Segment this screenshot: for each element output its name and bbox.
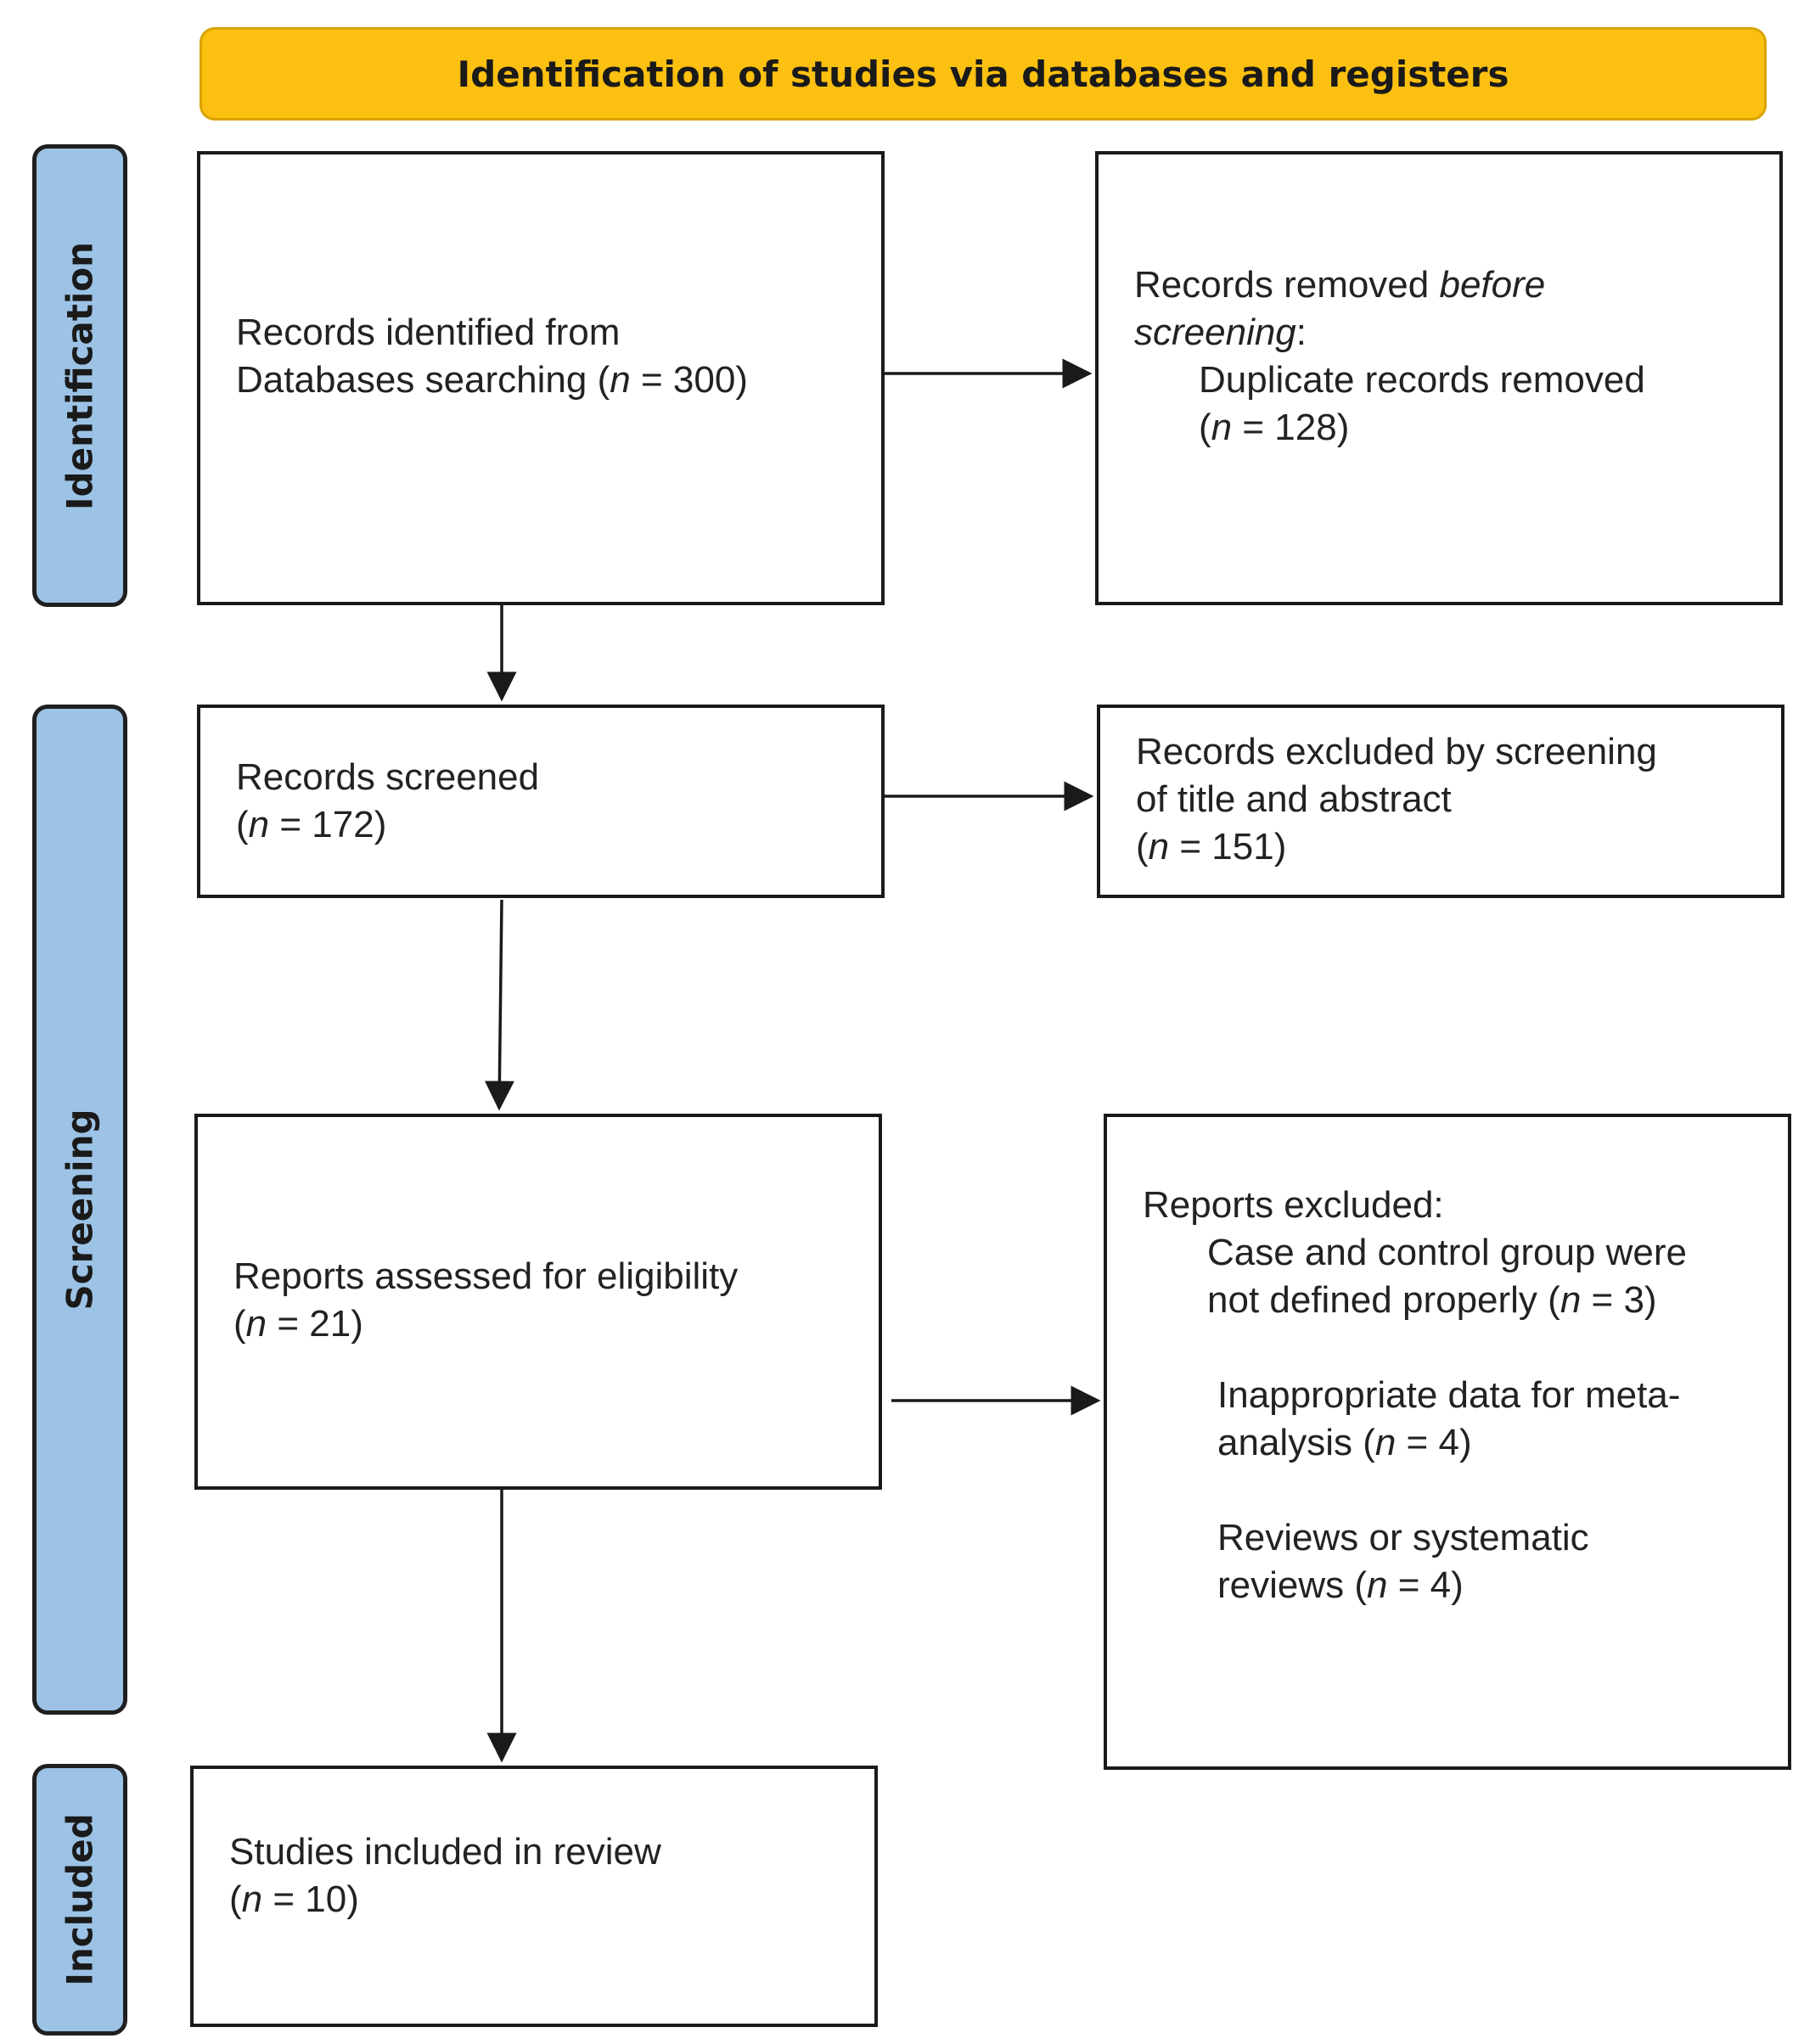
- records-screened-line1: Records screened: [236, 756, 540, 798]
- reports-assessed-line1: Reports assessed for eligibility: [233, 1255, 739, 1297]
- box-records-removed: Records removed before screening: Duplic…: [1095, 151, 1783, 605]
- reports-assessed-count: (n = 21): [233, 1303, 363, 1345]
- reason-reviews-line1: Reviews or systematic: [1217, 1517, 1589, 1558]
- box-records-screened: Records screened (n = 172): [197, 705, 885, 898]
- header-banner: Identification of studies via databases …: [200, 27, 1767, 121]
- duplicate-records-label: Duplicate records removed: [1199, 359, 1645, 401]
- records-screened-count: (n = 172): [236, 804, 387, 845]
- phase-included: Included: [32, 1764, 127, 2036]
- arrow-screened-to-assessed: [484, 899, 514, 1111]
- box-studies-included: Studies included in review (n = 10): [190, 1766, 878, 2027]
- phase-identification: Identification: [32, 144, 127, 607]
- records-excluded-line1: Records excluded by screening: [1136, 731, 1657, 772]
- studies-included-count: (n = 10): [229, 1878, 359, 1920]
- duplicate-records-count: (n = 128): [1199, 407, 1350, 448]
- records-removed-line1: Records removed before: [1134, 264, 1546, 306]
- records-identified-line1: Records identified from: [236, 312, 621, 353]
- reports-excluded-heading: Reports excluded:: [1143, 1184, 1444, 1226]
- reason-reviews-line2: reviews (n = 4): [1217, 1564, 1464, 1606]
- reason-inappropriate-data-line2: analysis (n = 4): [1217, 1422, 1472, 1463]
- studies-included-line1: Studies included in review: [229, 1831, 661, 1873]
- box-records-identified: Records identified from Databases search…: [197, 151, 885, 605]
- box-records-excluded: Records excluded by screening of title a…: [1097, 705, 1784, 898]
- records-removed-line2: screening:: [1134, 312, 1307, 353]
- box-reports-assessed: Reports assessed for eligibility (n = 21…: [194, 1114, 882, 1490]
- records-identified-line2: Databases searching (n = 300): [236, 359, 748, 401]
- header-title: Identification of studies via databases …: [457, 53, 1509, 95]
- reason-case-control-line2: not defined properly (n = 3): [1207, 1279, 1657, 1321]
- records-excluded-line2: of title and abstract: [1136, 778, 1452, 820]
- reason-inappropriate-data-line1: Inappropriate data for meta-: [1217, 1374, 1681, 1416]
- phase-screening: Screening: [32, 705, 127, 1715]
- records-excluded-count: (n = 151): [1136, 826, 1287, 868]
- box-reports-excluded: Reports excluded: Case and control group…: [1104, 1114, 1791, 1770]
- reason-case-control-line1: Case and control group were: [1207, 1232, 1687, 1273]
